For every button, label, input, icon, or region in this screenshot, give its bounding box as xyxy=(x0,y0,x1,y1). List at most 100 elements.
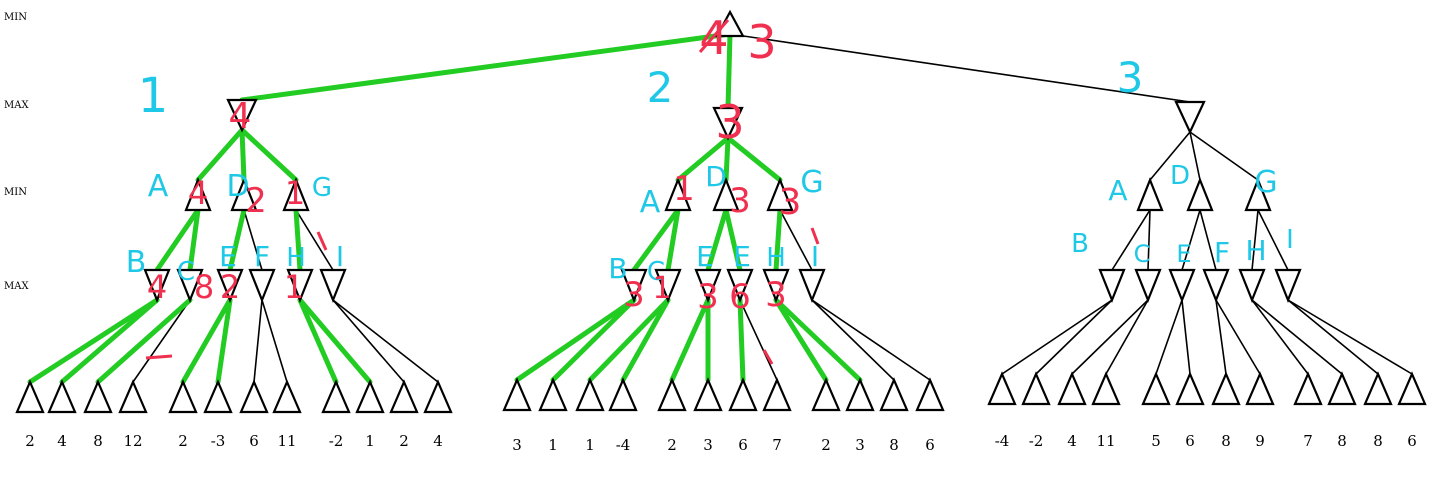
right-max-label-f: F xyxy=(1214,236,1230,269)
mid-leaf-value-10: 8 xyxy=(889,436,899,454)
mid-max-value-c: 1 xyxy=(652,271,671,306)
left-leaf-node-3 xyxy=(118,379,148,414)
right-leaf-node-6 xyxy=(1211,371,1241,406)
edge-left-max-5-to-leaf-10 xyxy=(332,299,405,383)
edge-root-to-mid-max xyxy=(725,31,733,111)
right-max-label-c: C xyxy=(1134,240,1151,268)
mid-min-value-g: 3 xyxy=(779,182,802,223)
right-max-label-b: B xyxy=(1071,229,1089,259)
edge-mid-max-to-min-0 xyxy=(675,135,731,183)
left-max-value: 4 xyxy=(229,96,252,137)
mid-max-label-b: B xyxy=(608,252,627,285)
right-max-node xyxy=(1174,100,1206,135)
left-max-label-i: I xyxy=(336,240,344,273)
tree-edges xyxy=(132,33,1413,383)
mid-min-node-1 xyxy=(712,177,740,212)
left-leaf-node-6 xyxy=(239,379,269,414)
left-max-value-b: 4 xyxy=(147,268,167,306)
right-leaf-node-0 xyxy=(987,371,1017,406)
left-max-leafparent-0 xyxy=(143,268,171,303)
mid-max-value-b: 3 xyxy=(623,275,645,315)
right-leaf-value-7: 9 xyxy=(1255,432,1265,450)
edge-left-min-0-to-max-1 xyxy=(187,207,201,273)
left-max-leafparent-4 xyxy=(286,268,314,303)
root-value-strike xyxy=(698,19,730,53)
edge-mid-max-to-min-1 xyxy=(723,135,731,183)
mid-leaf-node-0 xyxy=(502,377,532,412)
mid-leaf-node-7 xyxy=(762,377,792,412)
right-max-leafparent-4 xyxy=(1238,268,1266,303)
right-leaf-value-0: -4 xyxy=(995,432,1010,450)
edge-left-max-0-to-leaf-0 xyxy=(27,297,160,385)
cyan-annotations: 1 2 3 A D G B C E F H I A D G B C E E H … xyxy=(126,53,1294,287)
right-leaf-node-9 xyxy=(1327,371,1357,406)
mid-max-label-c: C xyxy=(647,257,665,287)
left-prune-mark xyxy=(145,354,173,360)
mid-min-node-2 xyxy=(766,177,794,212)
right-min-node-2 xyxy=(1244,177,1272,212)
right-leaf-node-2 xyxy=(1057,371,1087,406)
left-min-label-d: D xyxy=(226,169,249,204)
mid-leaf-value-4: 2 xyxy=(667,436,677,454)
edge-left-max-5-to-leaf-11 xyxy=(332,299,439,383)
right-max-leafparent-1 xyxy=(1134,268,1162,303)
mid-leaf-node-4 xyxy=(657,377,687,412)
right-leaf-value-4: 5 xyxy=(1151,432,1161,450)
edge-left-max-4-to-leaf-8 xyxy=(297,297,339,385)
edge-mid-max-5-to-leaf-11 xyxy=(811,299,931,381)
left-leaf-node-1 xyxy=(47,379,77,414)
left-max-label-e: E xyxy=(219,240,237,273)
right-leaf-value-5: 6 xyxy=(1185,432,1195,450)
mid-max-value: 3 xyxy=(715,95,744,149)
left-max-value-c: 8 xyxy=(194,268,214,306)
edge-left-max-2-to-leaf-4 xyxy=(180,297,233,385)
left-leaf-value-2: 8 xyxy=(93,432,103,450)
edge-mid-max-1-to-leaf-3 xyxy=(620,297,671,383)
mid-max-value-h: 3 xyxy=(765,275,787,315)
edge-right-max-2-to-leaf-5 xyxy=(1181,299,1191,375)
edge-mid-max-3-to-leaf-7 xyxy=(739,299,778,381)
mid-leaf-node-9 xyxy=(845,377,875,412)
mid-leaf-node-8 xyxy=(811,377,841,412)
right-max-leafparent-2 xyxy=(1168,268,1196,303)
edge-right-min-1-to-max-3 xyxy=(1199,209,1217,271)
mid-g-tick xyxy=(810,227,820,245)
edge-left-max-1-to-leaf-3 xyxy=(132,299,191,383)
left-max-leafparent-5 xyxy=(319,268,347,303)
level-label-min-root: MIN xyxy=(4,12,27,23)
edge-right-max-to-min-1 xyxy=(1189,131,1201,181)
edge-mid-max-0-to-leaf-0 xyxy=(514,297,637,383)
mid-min-node-0 xyxy=(664,177,692,212)
right-leaf-value-11: 6 xyxy=(1407,432,1417,450)
edge-left-max-to-min-1 xyxy=(239,127,247,183)
subtree-number-1: 1 xyxy=(138,68,169,124)
edge-mid-min-2-to-max-4 xyxy=(773,207,783,273)
root-value: 3 xyxy=(747,15,776,69)
mid-leaf-node-2 xyxy=(575,377,605,412)
edge-left-max-0-to-leaf-1 xyxy=(59,297,160,385)
mid-max-leafparent-0 xyxy=(620,268,648,303)
left-leaf-value-3: 12 xyxy=(123,432,142,450)
right-leaf-value-8: 7 xyxy=(1303,432,1313,450)
edge-mid-min-0-to-max-0 xyxy=(631,207,681,273)
mid-leaf-value-1: 1 xyxy=(548,436,558,454)
edge-right-max-1-to-leaf-2 xyxy=(1071,299,1149,375)
left-leaf-value-7: 11 xyxy=(277,432,296,450)
left-min-node-0 xyxy=(184,177,212,212)
mid-leaf-node-10 xyxy=(879,377,909,412)
edge-left-max-2-to-leaf-5 xyxy=(215,297,233,385)
mid-max-value-e1: 3 xyxy=(697,277,719,317)
right-leaf-node-4 xyxy=(1141,371,1171,406)
edge-left-min-2-to-max-5 xyxy=(295,209,334,271)
edge-mid-max-4-to-leaf-8 xyxy=(773,297,829,383)
edge-left-max-3-to-leaf-7 xyxy=(261,299,288,383)
left-max-label-b: B xyxy=(126,245,147,280)
left-leaf-node-10 xyxy=(389,379,419,414)
mid-leaf-value-9: 3 xyxy=(855,436,865,454)
edge-mid-min-1-to-max-3 xyxy=(723,207,743,273)
right-leaf-value-1: -2 xyxy=(1029,432,1044,450)
left-leaf-value-4: 2 xyxy=(178,432,188,450)
edge-right-min-0-to-max-1 xyxy=(1147,209,1151,271)
red-annotations: 4 3 4 4 2 1 4 8 2 1 3 1 3 3 3 1 3 6 3 xyxy=(145,11,820,365)
